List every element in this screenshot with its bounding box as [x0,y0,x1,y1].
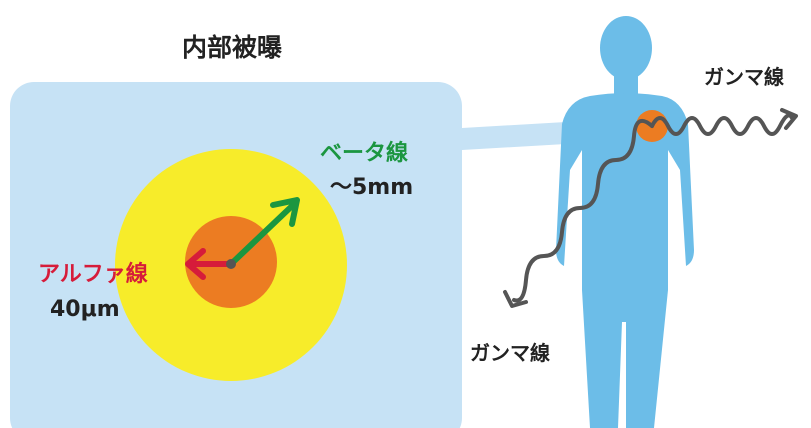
beta-range-label: 〜5mm [330,175,413,200]
radiation-source-dot [226,259,236,269]
gamma-label-bottom: ガンマ線 [470,341,550,365]
human-body-figure [556,16,694,428]
beta-label: ベータ線 [320,140,408,166]
alpha-range-label: 40μm [50,297,120,322]
body-head [600,16,652,80]
body-neck [614,74,638,96]
diagram-title: 内部被曝 [182,33,282,62]
alpha-label: アルファ線 [38,261,148,287]
body-torso-limbs [556,93,694,428]
gamma-label-right: ガンマ線 [704,65,784,89]
